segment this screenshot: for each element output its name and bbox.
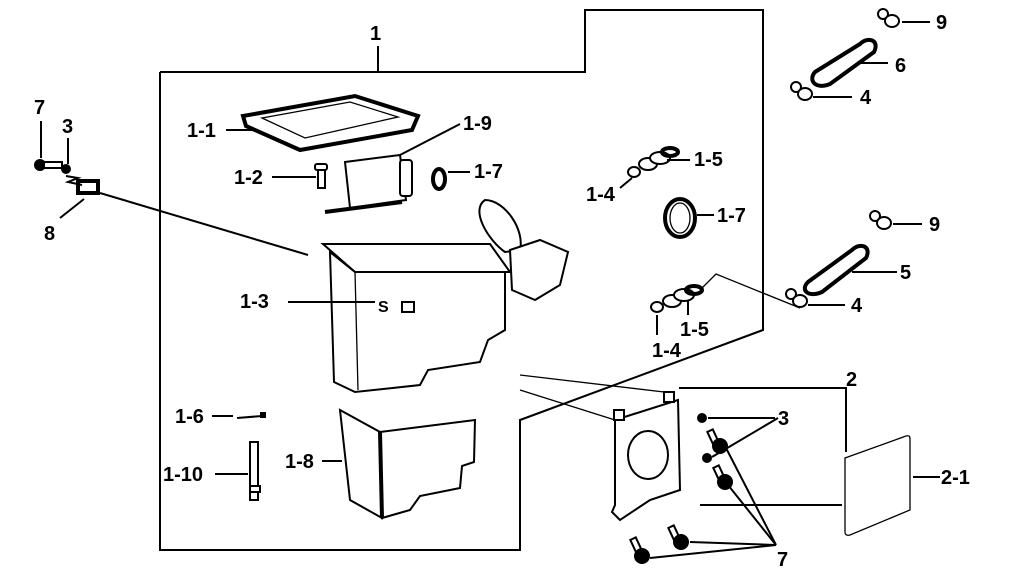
label-1-8: 1-8 xyxy=(285,451,314,473)
label-5: 5 xyxy=(900,262,911,284)
assembly-1-boundary xyxy=(159,9,764,551)
lid-gasket-part xyxy=(240,93,421,153)
label-4-top: 4 xyxy=(860,87,872,109)
clamp-top-part xyxy=(627,146,680,178)
label-9-top: 9 xyxy=(936,12,947,34)
airbox-housing-part: S xyxy=(320,198,570,394)
assembly-2-boundary xyxy=(679,387,847,452)
label-1-5-bottom: 1-5 xyxy=(680,319,709,341)
screw-part xyxy=(314,163,328,189)
label-7-bottom: 7 xyxy=(777,549,788,571)
clamp-bottom-part xyxy=(650,284,704,313)
o-ring-large-part xyxy=(663,197,697,239)
label-2-1: 2-1 xyxy=(941,467,970,489)
label-1-2: 1-2 xyxy=(234,167,263,189)
label-1-7-large: 1-7 xyxy=(717,205,746,227)
label-1: 1 xyxy=(370,23,381,45)
drain-pin-part xyxy=(236,412,266,419)
label-9-bottom: 9 xyxy=(929,214,940,236)
label-1-7-small: 1-7 xyxy=(474,161,503,183)
drain-tube-part xyxy=(249,441,261,501)
label-1-9: 1-9 xyxy=(463,113,492,135)
hose-5-part xyxy=(802,243,870,297)
label-1-6: 1-6 xyxy=(175,406,204,428)
bracket-part xyxy=(519,374,682,522)
label-4-bottom: 4 xyxy=(851,295,863,317)
bolt-washer-nut-part xyxy=(34,159,100,195)
washer-bolt-set-part xyxy=(628,413,733,564)
hose-6-part xyxy=(810,37,878,88)
label-1-1: 1-1 xyxy=(187,120,216,142)
label-3-right: 3 xyxy=(778,408,789,430)
clamp-4-top-part xyxy=(790,81,813,101)
label-7-left: 7 xyxy=(34,97,45,119)
label-8: 8 xyxy=(44,223,55,245)
svg-text:S: S xyxy=(378,299,389,316)
label-1-5-top: 1-5 xyxy=(694,149,723,171)
filter-pad-part xyxy=(844,435,911,536)
clamp-9-top-part xyxy=(877,8,900,28)
label-3-left: 3 xyxy=(62,116,73,138)
label-2: 2 xyxy=(846,369,857,391)
label-1-4-top: 1-4 xyxy=(586,184,616,206)
cover-plate-part xyxy=(338,408,477,520)
air-filter-element-part xyxy=(324,153,413,214)
label-1-4-bottom: 1-4 xyxy=(652,340,682,362)
label-1-10: 1-10 xyxy=(163,464,203,486)
label-1-3: 1-3 xyxy=(240,291,269,313)
clamp-4-bottom-part xyxy=(785,288,808,308)
clamp-9-bottom-part xyxy=(869,210,892,230)
label-6: 6 xyxy=(895,55,906,77)
o-ring-small-part xyxy=(431,167,447,191)
